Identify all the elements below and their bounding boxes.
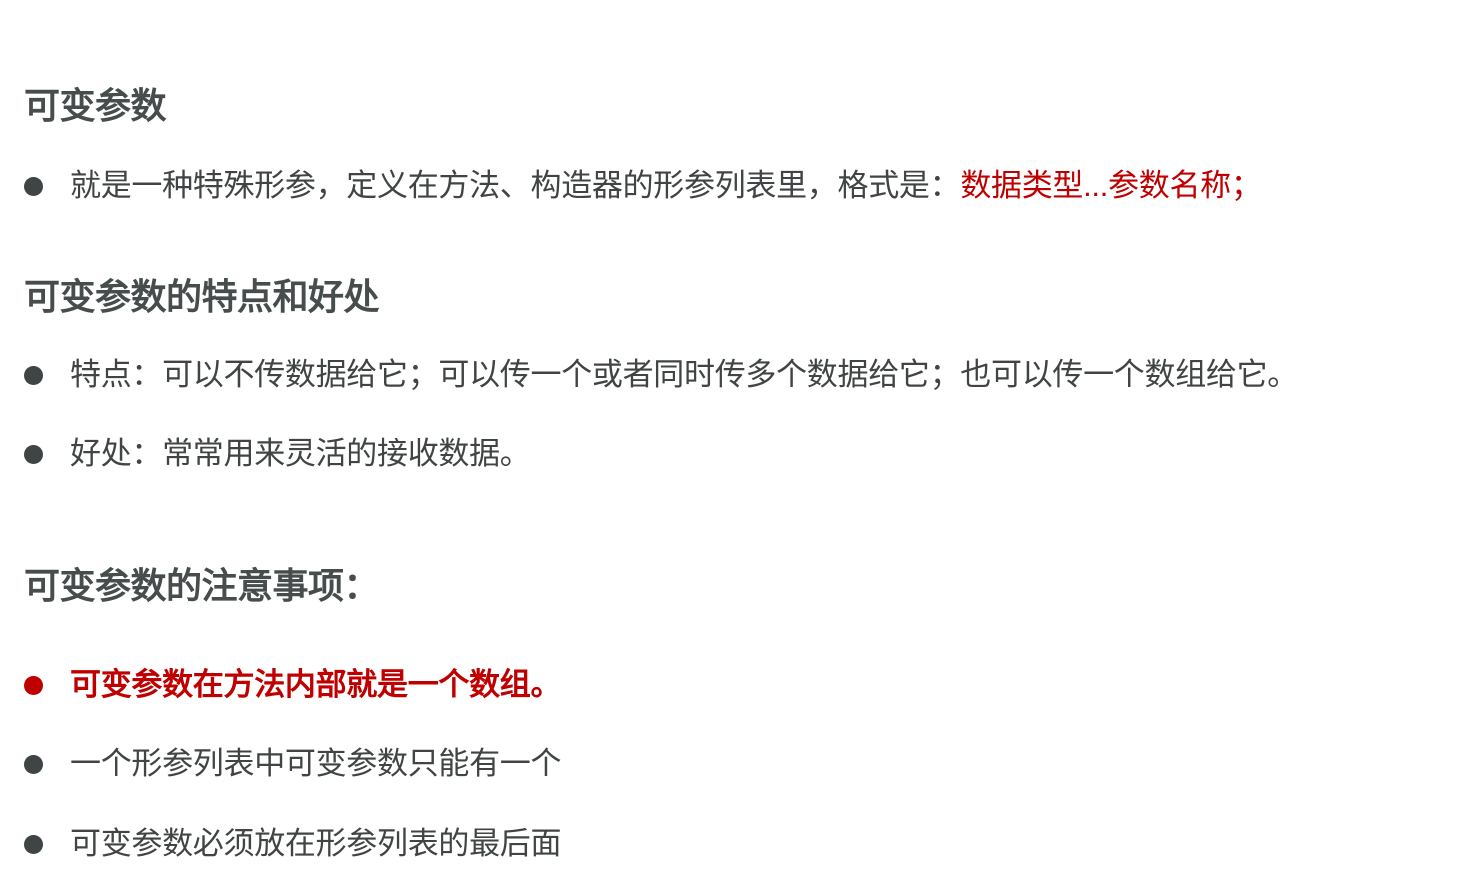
bullet-icon <box>24 444 43 464</box>
bullet-icon <box>24 675 43 695</box>
bullet-icon <box>24 834 43 854</box>
list-item-note-last: 可变参数必须放在形参列表的最后面 <box>24 824 562 864</box>
features-text: 特点：可以不传数据给它；可以传一个或者同时传多个数据给它；也可以传一个数组给它。 <box>70 357 1298 392</box>
section-heading-features-benefits: 可变参数的特点和好处 <box>24 276 380 317</box>
definition-text: 就是一种特殊形参，定义在方法、构造器的形参列表里，格式是：数据类型...参数名称… <box>70 166 1262 206</box>
list-item-definition: 就是一种特殊形参，定义在方法、构造器的形参列表里，格式是：数据类型...参数名称… <box>24 166 1262 206</box>
bullet-icon <box>24 176 43 196</box>
list-item-note-array: 可变参数在方法内部就是一个数组。 <box>24 665 562 705</box>
bullet-icon <box>24 754 43 774</box>
section-heading-varargs: 可变参数 <box>24 85 167 126</box>
section-heading-notes: 可变参数的注意事项： <box>24 565 380 606</box>
definition-body: 就是一种特殊形参，定义在方法、构造器的形参列表里，格式是： <box>70 168 961 203</box>
note-only-one-text: 一个形参列表中可变参数只能有一个 <box>70 746 562 781</box>
list-item-note-only-one: 一个形参列表中可变参数只能有一个 <box>24 744 562 784</box>
note-array-text: 可变参数在方法内部就是一个数组。 <box>70 667 562 702</box>
bullet-icon <box>24 365 43 385</box>
note-last-text: 可变参数必须放在形参列表的最后面 <box>70 826 562 861</box>
list-item-features: 特点：可以不传数据给它；可以传一个或者同时传多个数据给它；也可以传一个数组给它。 <box>24 355 1298 395</box>
list-item-benefits: 好处：常常用来灵活的接收数据。 <box>24 434 531 474</box>
format-highlight: 数据类型...参数名称； <box>960 168 1262 203</box>
benefits-text: 好处：常常用来灵活的接收数据。 <box>70 436 531 471</box>
